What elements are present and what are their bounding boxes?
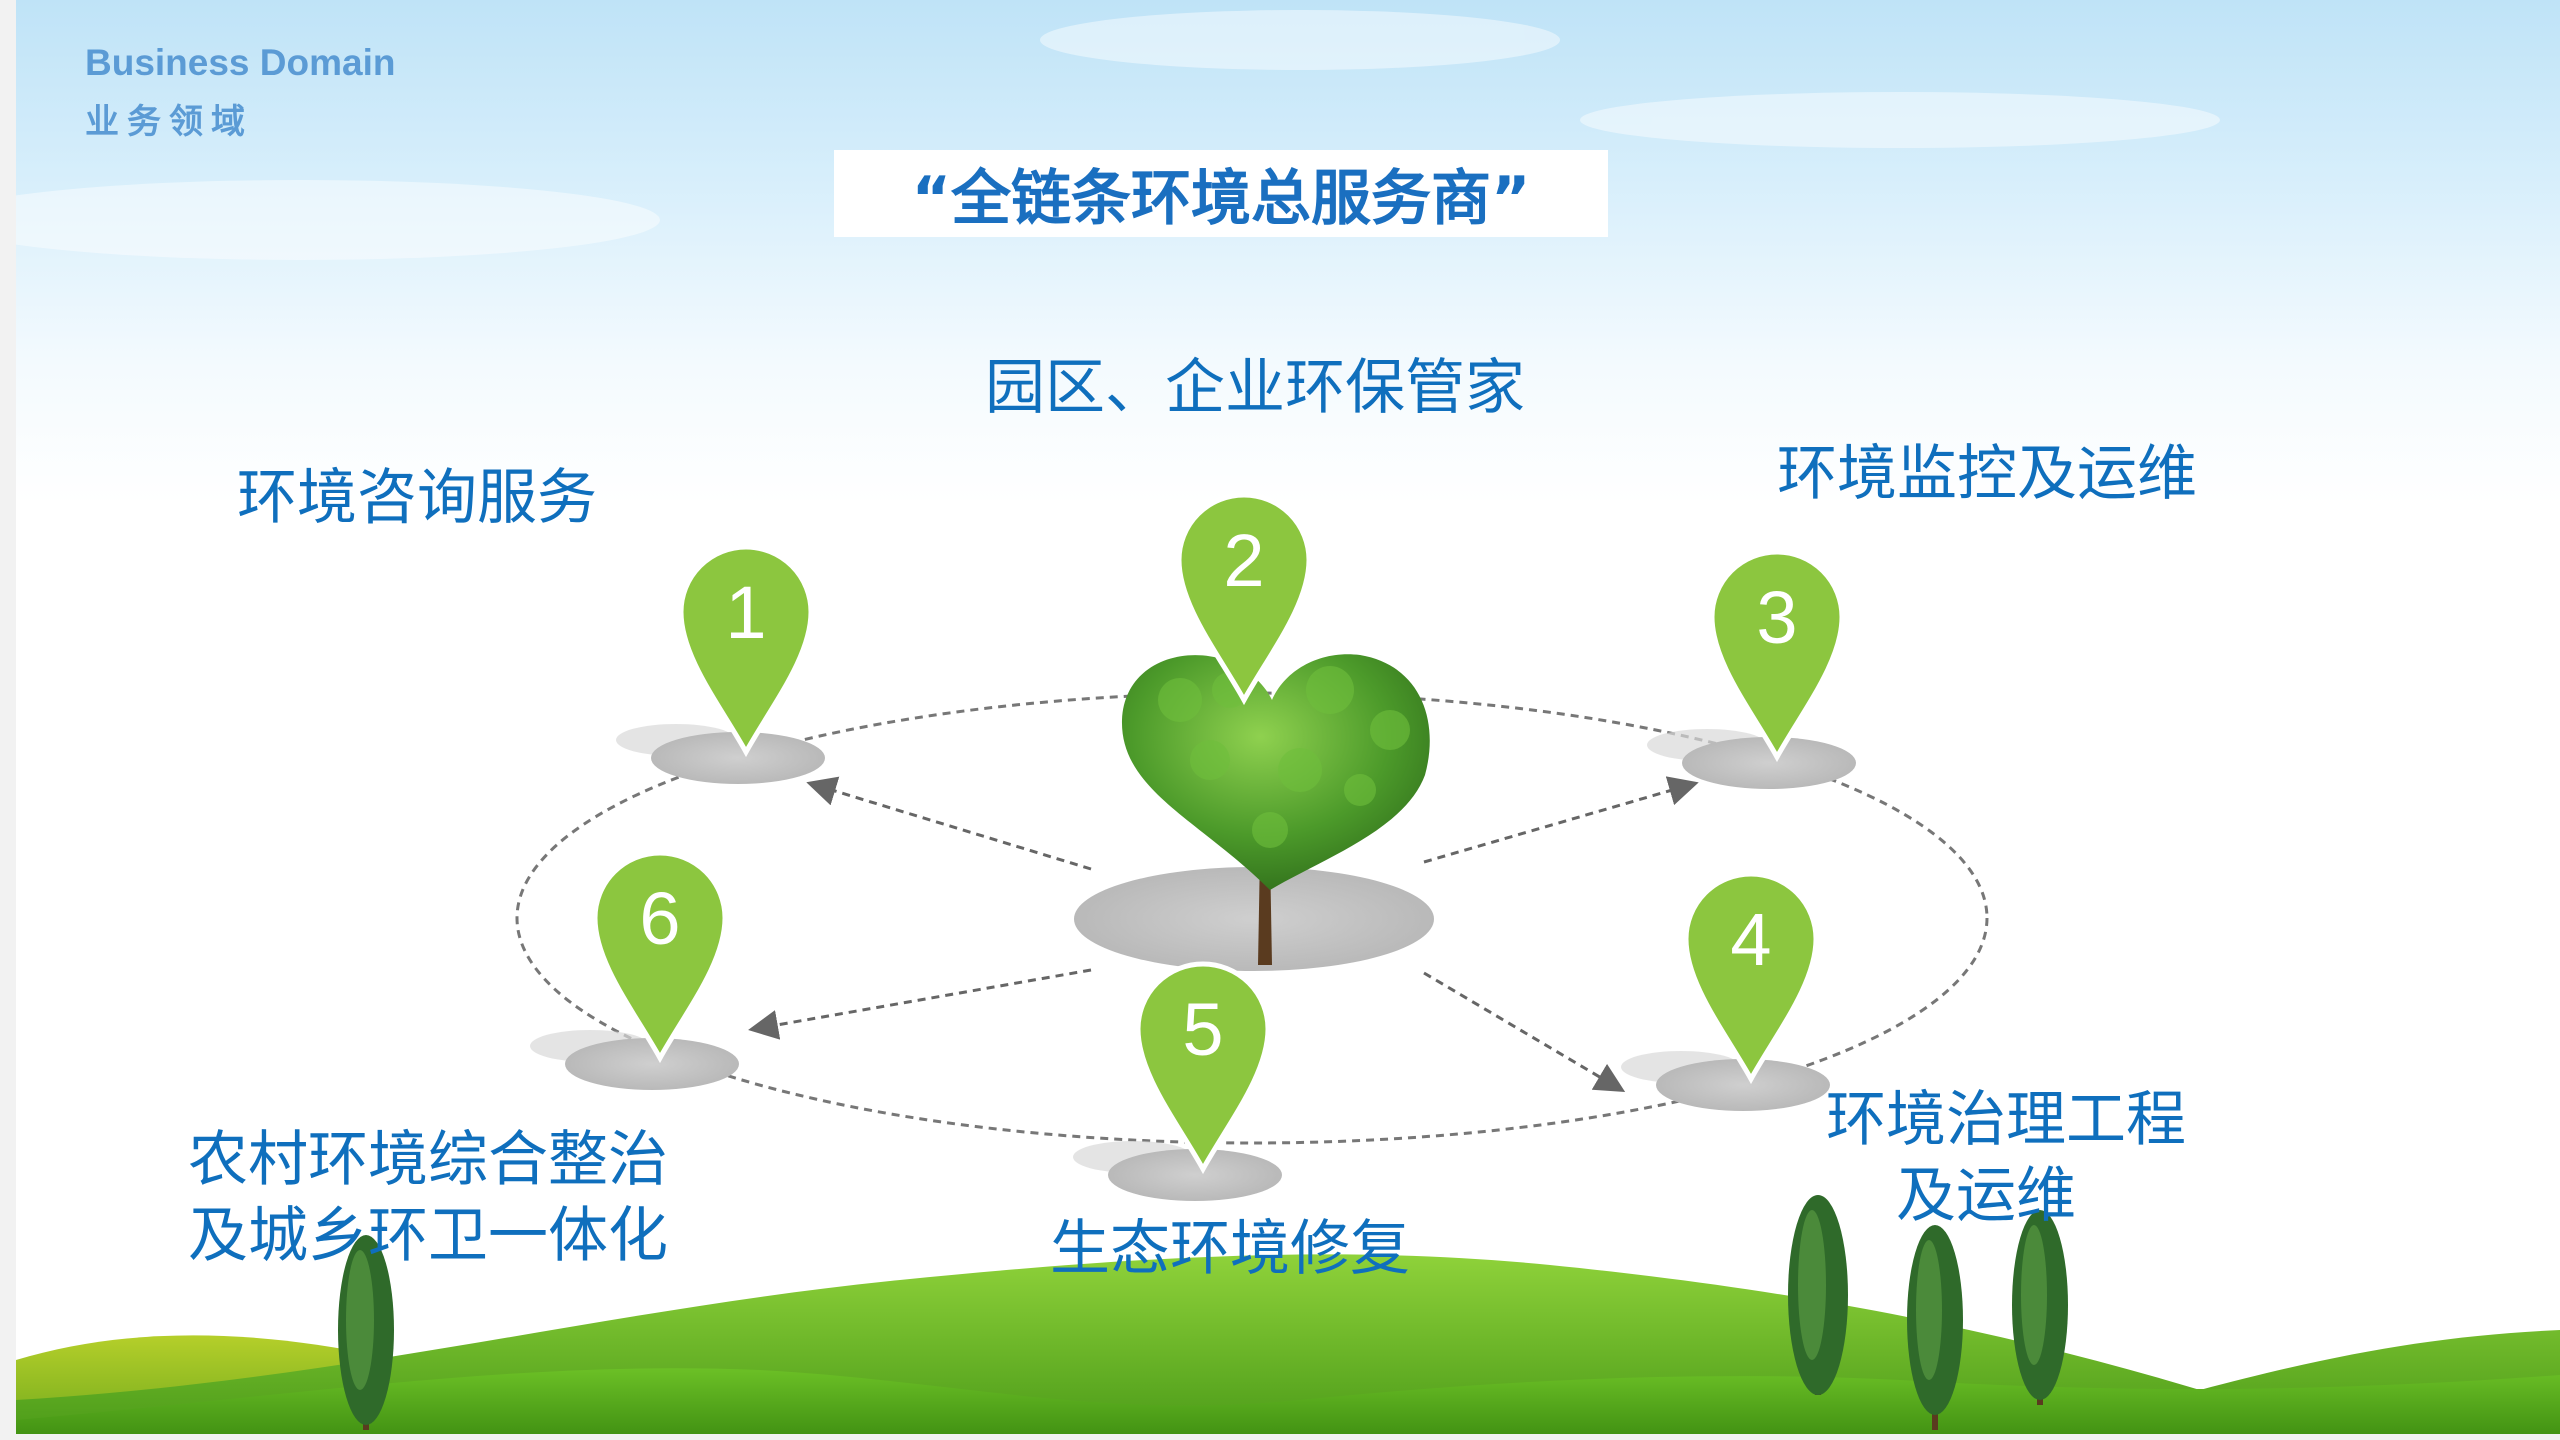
map-pin-icon (678, 544, 814, 758)
service-label-4-line1: 环境治理工程 (1826, 1085, 2186, 1155)
pin-base-disk (1108, 1149, 1282, 1201)
map-pin-3: 3 (1647, 549, 1856, 789)
map-pin-icon (1176, 492, 1312, 706)
pin-number: 3 (1756, 576, 1797, 659)
slogan-box: “全链条环境总服务商” (834, 150, 1608, 237)
pin-number: 1 (725, 571, 766, 654)
map-pin-icon (592, 850, 728, 1064)
map-pin-1: 1 (616, 544, 825, 784)
map-pin-icon (1709, 549, 1845, 763)
pin-base-disk (565, 1038, 739, 1090)
service-label-6-line1: 农村环境综合整治 (188, 1125, 668, 1195)
service-label-5: 生态环境修复 (1050, 1214, 1410, 1284)
pin-base-disk (1682, 737, 1856, 789)
pin-number: 4 (1730, 898, 1771, 981)
service-label-2: 园区、企业环保管家 (985, 353, 1525, 423)
slogan-text: “全链条环境总服务商” (911, 164, 1531, 234)
background-illustration: 1 2 3 4 5 6 (16, 0, 2560, 1434)
cypress-trees (338, 1195, 2068, 1430)
map-pin-4: 4 (1621, 871, 1830, 1111)
service-label-6-line2: 及城乡环卫一体化 (188, 1201, 668, 1271)
pin-base-disk (1656, 1059, 1830, 1111)
map-pin-icon (1683, 871, 1819, 1085)
service-label-4-line2: 及运维 (1896, 1161, 2076, 1231)
map-pin-5: 5 (1073, 961, 1282, 1201)
heart-tree (1074, 654, 1434, 971)
map-pin-6: 6 (530, 850, 739, 1090)
section-title-zh: 业务领域 (85, 102, 253, 142)
service-label-1: 环境咨询服务 (237, 463, 597, 533)
connector-arrows (748, 776, 1699, 1093)
map-pin-2: 2 (1176, 492, 1312, 706)
map-pin-icon (1135, 961, 1271, 1175)
pin-number: 5 (1182, 988, 1223, 1071)
pin-number: 6 (639, 877, 680, 960)
pin-base-disk (651, 732, 825, 784)
service-label-3: 环境监控及运维 (1777, 439, 2197, 509)
pin-number: 2 (1223, 519, 1264, 602)
section-title-en: Business Domain (85, 42, 396, 83)
